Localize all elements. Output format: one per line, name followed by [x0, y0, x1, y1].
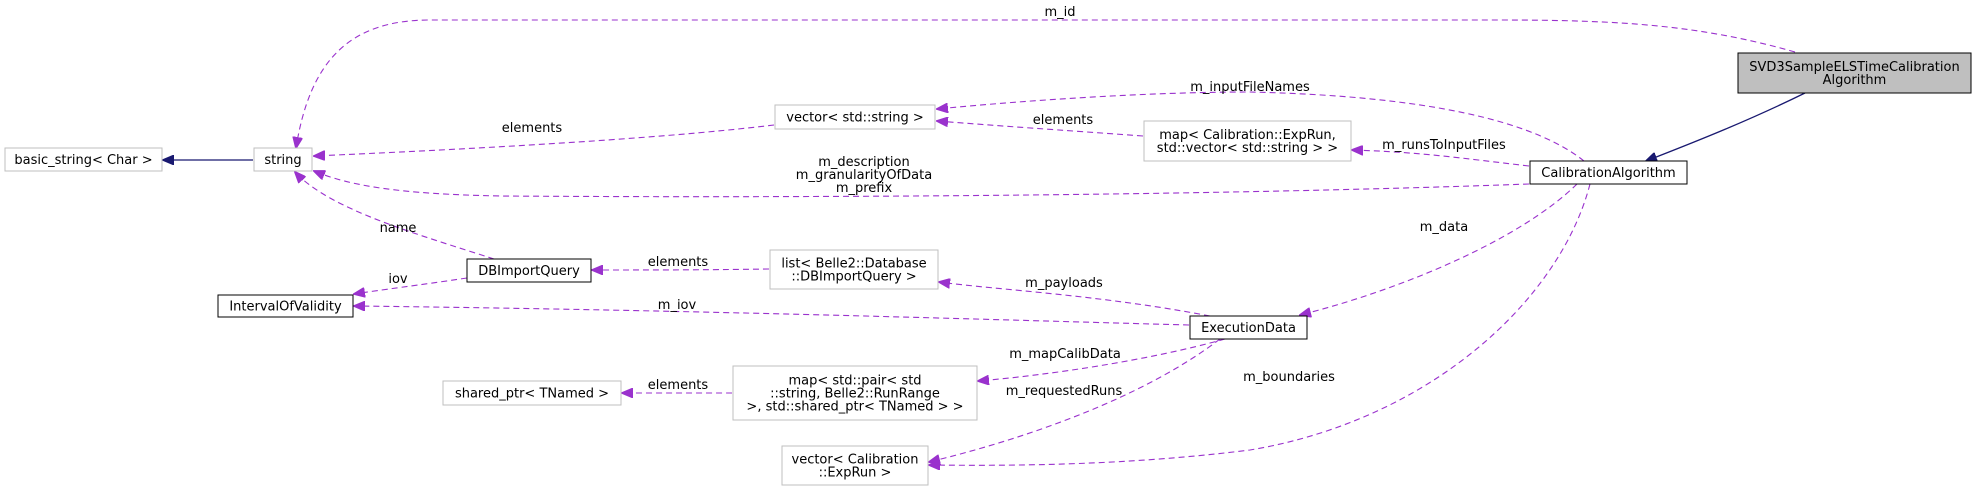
- node-label: ::string, Belle2::RunRange: [770, 387, 940, 402]
- edge-label: m_description: [818, 155, 909, 170]
- node-calib-alg[interactable]: CalibrationAlgorithm: [1529, 160, 1688, 185]
- edge-line: [939, 282, 1211, 317]
- edge-label: m_data: [1420, 220, 1468, 235]
- edge-elements-vec-string: elements: [314, 121, 775, 156]
- node-box[interactable]: [466, 258, 592, 283]
- node-dbimport[interactable]: DBImportQuery: [466, 258, 592, 283]
- edge-m-inputFileNames: m_inputFileNames: [937, 80, 1585, 162]
- node-box[interactable]: [1143, 120, 1352, 162]
- edge-line: [314, 171, 1530, 198]
- edge-label: m_id: [1044, 5, 1075, 20]
- node-box[interactable]: [1189, 315, 1308, 340]
- edge-line: [1300, 183, 1578, 315]
- node-label: CalibrationAlgorithm: [1541, 166, 1675, 181]
- node-label: vector< Calibration: [792, 453, 919, 468]
- edge-m-runsToInputFiles: m_runsToInputFiles: [1352, 138, 1530, 167]
- node-vector-string[interactable]: vector< std::string >: [774, 104, 936, 130]
- node-label: list< Belle2::Database: [781, 257, 926, 272]
- node-box[interactable]: [217, 294, 354, 318]
- node-box[interactable]: [781, 445, 929, 486]
- edge-line: [314, 124, 775, 156]
- node-label: shared_ptr< TNamed >: [455, 387, 609, 402]
- node-label: map< std::pair< std: [788, 374, 921, 389]
- edge-inherit-calib: [1646, 92, 1806, 161]
- node-box[interactable]: [774, 104, 936, 130]
- edge-label: m_requestedRuns: [1006, 384, 1123, 399]
- node-execdata[interactable]: ExecutionData: [1189, 315, 1308, 340]
- edge-line: [1646, 92, 1806, 161]
- edge-elements-list-db: elements: [592, 255, 770, 270]
- edge-m-payloads: m_payloads: [939, 276, 1211, 317]
- edge-label: elements: [648, 255, 709, 270]
- node-label: ::DBImportQuery >: [791, 270, 916, 285]
- edge-line: [978, 338, 1226, 381]
- node-label: ExecutionData: [1201, 321, 1296, 336]
- node-box[interactable]: [769, 249, 939, 290]
- node-box[interactable]: [732, 365, 978, 421]
- edge-label: m_mapCalibData: [1009, 347, 1121, 362]
- edge-line: [1352, 150, 1530, 167]
- edge-label: m_iov: [658, 298, 697, 313]
- edge-elements-map-vec: elements: [937, 113, 1144, 137]
- node-map-pair[interactable]: map< std::pair< std::string, Belle2::Run…: [732, 365, 978, 421]
- node-basic-string[interactable]: basic_string< Char >: [4, 147, 163, 172]
- edge-label: iov: [388, 272, 408, 287]
- node-box[interactable]: [4, 147, 163, 172]
- node-interval[interactable]: IntervalOfValidity: [217, 294, 354, 318]
- node-label: Algorithm: [1823, 73, 1887, 88]
- edge-m-requestedRuns: m_requestedRuns: [929, 338, 1221, 462]
- edge-label: elements: [648, 378, 709, 393]
- node-label: basic_string< Char >: [14, 153, 152, 168]
- node-label: IntervalOfValidity: [229, 300, 342, 315]
- edge-line: [295, 172, 495, 260]
- node-shared-ptr[interactable]: shared_ptr< TNamed >: [442, 380, 622, 406]
- edge-m-id: m_id: [296, 5, 1796, 148]
- edge-label: m_granularityOfData: [796, 168, 932, 183]
- edge-label: m_boundaries: [1243, 370, 1335, 385]
- node-label: ::ExpRun >: [819, 466, 892, 481]
- edge-label: m_payloads: [1025, 276, 1103, 291]
- node-string[interactable]: string: [253, 147, 313, 172]
- node-label: vector< std::string >: [786, 111, 923, 126]
- edge-name: name: [295, 172, 495, 260]
- edge-elements-shared: elements: [622, 378, 732, 393]
- node-label: map< Calibration::ExpRun,: [1159, 128, 1336, 143]
- edge-label: name: [380, 221, 417, 236]
- edge-line: [929, 338, 1221, 462]
- node-box[interactable]: [253, 147, 313, 172]
- edge-label: m_runsToInputFiles: [1382, 138, 1506, 153]
- edge-m-boundaries: m_boundaries: [929, 183, 1591, 465]
- node-label: SVD3SampleELSTimeCalibration: [1749, 60, 1959, 75]
- edge-label: elements: [1033, 113, 1094, 128]
- node-vector-exprun[interactable]: vector< Calibration::ExpRun >: [781, 445, 929, 486]
- node-box[interactable]: [442, 380, 622, 406]
- edge-m-mapCalibData: m_mapCalibData: [978, 338, 1226, 381]
- edge-m-iov: m_iov: [354, 298, 1190, 326]
- node-box[interactable]: [1529, 160, 1688, 185]
- edge-line: [592, 269, 770, 270]
- node-label: string: [264, 153, 301, 168]
- edge-line: [354, 277, 468, 294]
- node-box[interactable]: [1737, 52, 1972, 94]
- node-label: std::vector< std::string > >: [1157, 141, 1338, 156]
- node-label: DBImportQuery: [478, 264, 580, 279]
- edge-label: m_prefix: [836, 181, 893, 196]
- node-label: >, std::shared_ptr< TNamed > >: [746, 400, 963, 415]
- edge-label: elements: [502, 121, 563, 136]
- edge-line: [937, 91, 1585, 162]
- edge-line: [929, 183, 1591, 465]
- edge-line: [937, 121, 1144, 137]
- node-map-exprun[interactable]: map< Calibration::ExpRun,std::vector< st…: [1143, 120, 1352, 162]
- edge-line: [354, 306, 1190, 326]
- edge-label: m_inputFileNames: [1190, 80, 1310, 95]
- edge-iov: iov: [354, 272, 468, 294]
- edge-m-data: m_data: [1300, 183, 1578, 315]
- node-list-db[interactable]: list< Belle2::Database::DBImportQuery >: [769, 249, 939, 290]
